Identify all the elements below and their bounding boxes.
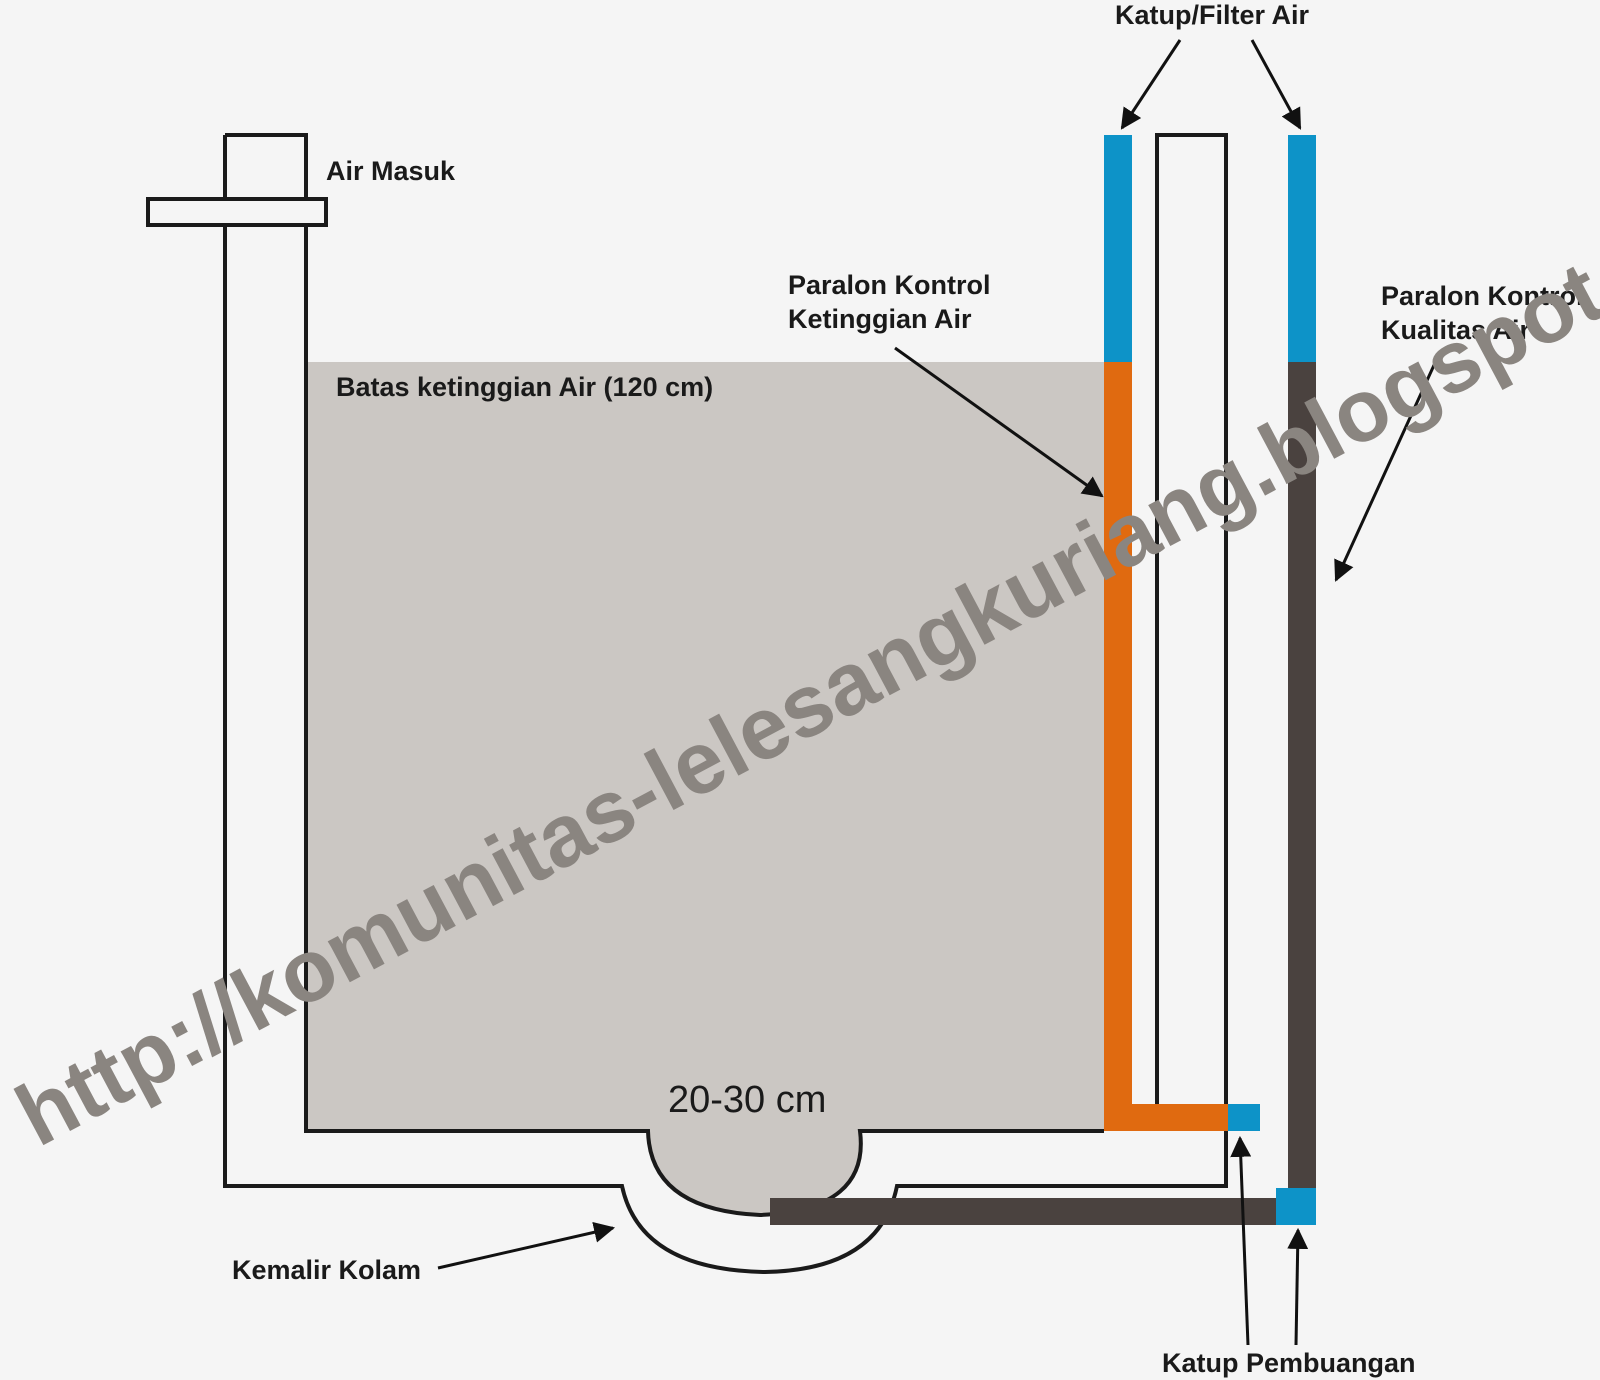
arrow-filter-left (1120, 39, 1182, 130)
arrow-drain-1 (1230, 1135, 1252, 1346)
label-batas: Batas ketinggian Air (120 cm) (336, 372, 713, 402)
arrow-drain-2 (1287, 1227, 1309, 1346)
arrow-filter-right (1250, 39, 1302, 130)
drain-valve-2 (1276, 1188, 1316, 1225)
pond-wall (225, 133, 1104, 1218)
level-control-pipe-top (1104, 135, 1132, 362)
label-katup-filter: Katup/Filter Air (1115, 0, 1310, 30)
label-paralon-tinggi-2: Ketinggian Air (788, 304, 972, 334)
label-kemalir: Kemalir Kolam (232, 1255, 421, 1285)
quality-control-pipe (1288, 362, 1316, 1192)
arrow-kemalir (437, 1221, 616, 1270)
drain-valve-1 (1228, 1104, 1260, 1131)
quality-bottom-pipe (770, 1198, 1280, 1225)
label-kedalaman: 20-30 cm (668, 1079, 826, 1121)
label-katup-pembuangan: Katup Pembuangan (1162, 1348, 1416, 1378)
label-air-masuk: Air Masuk (326, 156, 456, 186)
label-paralon-tinggi-1: Paralon Kontrol (788, 270, 991, 300)
label-paralon-kualitas-1: Paralon Kontrol (1381, 281, 1584, 311)
quality-control-pipe-top (1288, 135, 1316, 362)
level-control-pipe-bottom (1104, 1104, 1228, 1131)
label-paralon-kualitas-2: Kualitas Air (1381, 315, 1531, 345)
arrow-level-pipe (894, 346, 1104, 498)
level-control-pipe (1104, 362, 1132, 1131)
inlet-flange (146, 197, 328, 227)
arrow-quality-pipe (1334, 351, 1442, 582)
pond-water (306, 362, 1104, 1215)
